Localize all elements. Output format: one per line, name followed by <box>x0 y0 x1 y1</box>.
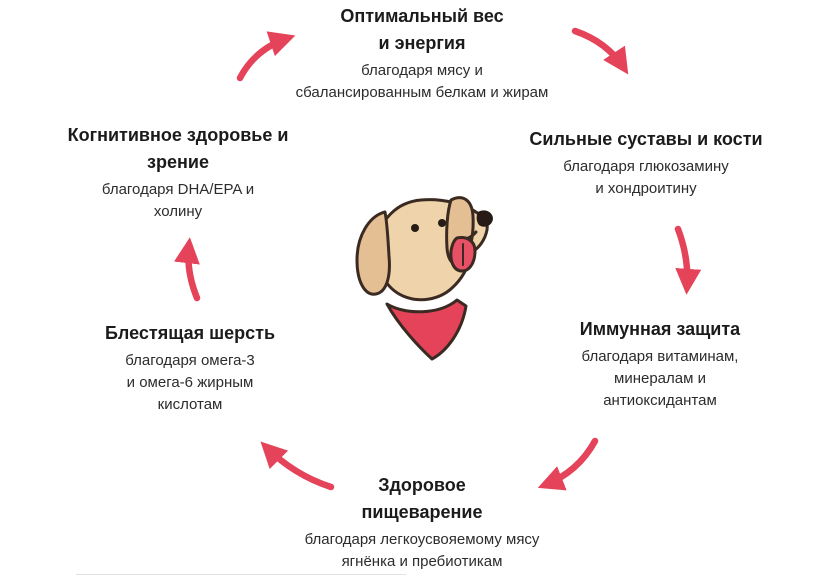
benefit-title: Иммунная защита <box>579 319 741 339</box>
dog-left-eye <box>411 224 419 232</box>
dog-left-ear <box>355 210 391 296</box>
benefit-title: Здоровое пищеварение <box>361 475 483 522</box>
benefit-subtitle: благодаря глюкозамину и хондроитину <box>563 158 729 198</box>
benefit-title: Сильные суставы и кости <box>529 129 763 149</box>
arrow-right-icon <box>674 225 702 295</box>
dog-right-eye <box>438 219 446 227</box>
dog-outline-group <box>355 196 493 361</box>
benefit-node-shiny-coat: Блестящая шерсть благодаря омега-3 и оме… <box>88 320 292 416</box>
arrow-left-icon <box>174 237 201 302</box>
benefit-title: Когнитивное здоровье и зрение <box>67 125 289 172</box>
benefit-node-optimal-weight: Оптимальный вес и энергия благодаря мясу… <box>252 3 592 104</box>
benefit-subtitle: благодаря омега-3 и омега-6 жирным кисло… <box>125 352 255 414</box>
dog-nose <box>476 210 493 227</box>
benefit-subtitle: благодаря мясу и сбалансированным белкам… <box>295 62 549 102</box>
section-divider <box>76 574 406 575</box>
benefit-node-healthy-digestion: Здоровое пищеварение благодаря легкоусво… <box>262 472 582 573</box>
benefit-node-cognitive-health: Когнитивное здоровье и зрение благодаря … <box>43 122 313 223</box>
benefit-title: Блестящая шерсть <box>104 323 276 343</box>
benefit-node-immune-defense: Иммунная защита благодаря витаминам, мин… <box>550 316 770 412</box>
benefit-subtitle: благодаря DHA/EPA и холину <box>101 181 255 221</box>
dog-illustration <box>355 196 493 361</box>
dog-bandana <box>385 298 468 361</box>
benefit-node-strong-joints: Сильные суставы и кости благодаря глюкоз… <box>511 126 781 200</box>
benefit-title: Оптимальный вес и энергия <box>340 6 504 53</box>
benefit-subtitle: благодаря легкоусвояемому мясу ягнёнка и… <box>304 531 540 571</box>
benefit-subtitle: благодаря витаминам, минералам и антиокс… <box>581 348 739 410</box>
